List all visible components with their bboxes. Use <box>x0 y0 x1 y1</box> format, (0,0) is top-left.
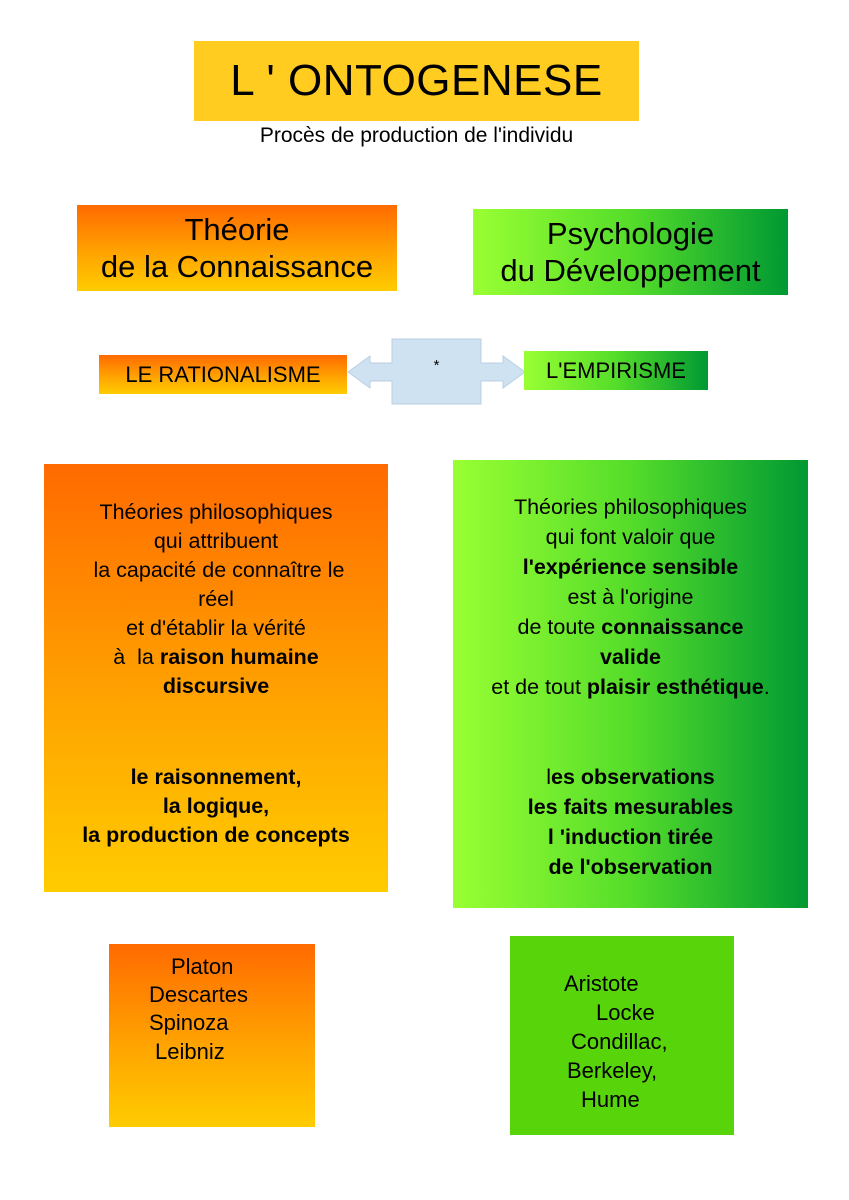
text-line: de toute connaissance <box>517 615 744 639</box>
text-line: les observations <box>546 765 715 789</box>
empiricist-philosophers: Aristote Locke Condillac, Berkeley, Hume <box>510 936 734 1135</box>
heading-line: Théorie <box>184 212 290 247</box>
text-line: Théories philosophiques <box>513 495 748 519</box>
rationalist-philosophers: Platon Descartes Spinoza Leibniz <box>109 944 315 1127</box>
text-line: Théories philosophiques <box>99 500 333 524</box>
page-title: L ' ONTOGENESE <box>230 56 603 105</box>
text-line: réel <box>198 587 234 611</box>
empirisme-label: L'EMPIRISME <box>546 357 686 383</box>
text-line: la logique, <box>162 794 270 818</box>
methods-paragraph: les observations les faits mesurables l … <box>453 762 808 882</box>
empirisme-box: L'EMPIRISME <box>524 351 708 390</box>
philosopher-name: Aristote <box>564 971 639 996</box>
heading-line: de la Connaissance <box>100 249 374 284</box>
philosopher-name: Descartes <box>149 982 249 1007</box>
text-line: les faits mesurables <box>527 795 734 819</box>
rationalisme-box: LE RATIONALISME <box>99 355 347 394</box>
philosopher-name: Leibniz <box>155 1039 225 1064</box>
philosopher-name: Locke <box>596 1000 655 1025</box>
text-line: l'expérience sensible <box>522 555 739 579</box>
description-paragraph: Théories philosophiques qui attribuent l… <box>44 464 388 701</box>
title-box: L ' ONTOGENESE <box>194 41 639 121</box>
empirisme-description: Théories philosophiques qui font valoir … <box>453 460 808 908</box>
philosopher-name: Spinoza <box>149 1010 229 1035</box>
text-line: qui attribuent <box>153 529 279 553</box>
connector-label: * <box>433 357 440 374</box>
heading-line: Psychologie <box>546 216 715 251</box>
text-line: est à l'origine <box>567 585 694 609</box>
rationalisme-label: LE RATIONALISME <box>125 361 321 387</box>
philosopher-name: Hume <box>581 1087 640 1112</box>
description-paragraph: Théories philosophiques qui font valoir … <box>453 460 808 702</box>
text-line: discursive <box>162 674 270 698</box>
philosopher-name: Platon <box>171 954 234 979</box>
methods-paragraph: le raisonnement, la logique, la producti… <box>44 763 388 850</box>
text-line: à la raison humaine <box>113 645 319 669</box>
text-line: la capacité de connaître le <box>87 558 345 582</box>
philosopher-name: Condillac, <box>571 1029 668 1054</box>
text-line: valide <box>600 645 661 669</box>
text-line: le raisonnement, <box>130 765 302 789</box>
text-line: l 'induction tirée <box>547 825 714 849</box>
theorie-connaissance-box: Théorie de la Connaissance <box>77 205 397 291</box>
text-line: la production de concepts <box>82 823 350 847</box>
text-line: de l'observation <box>548 855 713 879</box>
text-line: qui font valoir que <box>545 525 716 549</box>
heading-line: du Développement <box>500 253 761 288</box>
rationalisme-description: Théories philosophiques qui attribuent l… <box>44 464 388 892</box>
text-line: et d'établir la vérité <box>126 616 306 640</box>
philosopher-name: Berkeley, <box>567 1058 658 1083</box>
subtitle: Procès de production de l'individu <box>259 124 574 147</box>
psychologie-developpement-box: Psychologie du Développement <box>473 209 788 295</box>
text-line: et de tout plaisir esthétique. <box>491 675 770 699</box>
